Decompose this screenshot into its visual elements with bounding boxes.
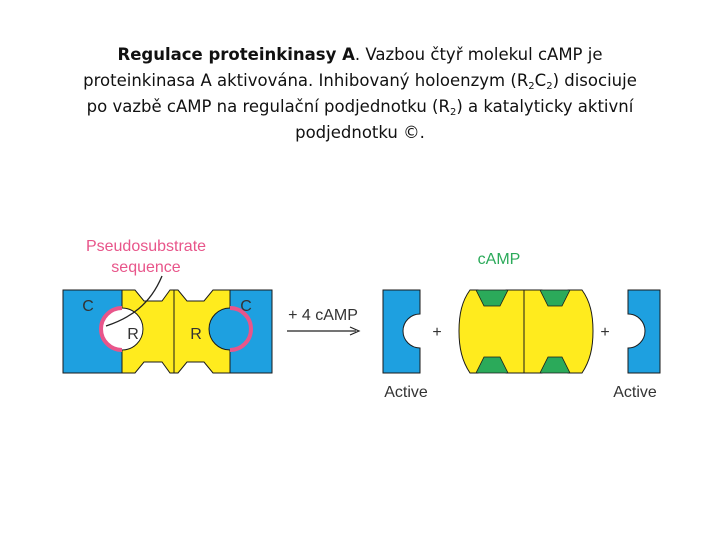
caption-sub-1: 2 [528, 81, 535, 92]
regulatory-dimer-camp-bound [458, 289, 594, 374]
active-catalytic-subunit-right [627, 289, 661, 374]
caption-text-2: C [534, 71, 547, 90]
pseudosubstrate-pointer-line [105, 275, 163, 327]
pseudosubstrate-sequence-left [99, 306, 123, 352]
pseudosubstrate-sequence-right [229, 306, 253, 352]
catalytic-subunit-right [208, 289, 273, 374]
pseudosubstrate-label-line1: Pseudosubstrate [86, 238, 206, 255]
caption-sub-2: 2 [546, 81, 553, 92]
catalytic-right-letter: C [240, 298, 252, 315]
caption-sub-3: 2 [449, 107, 457, 118]
caption-text-4: ) a katalyticky aktivní podjednotku ©. [295, 97, 634, 142]
caption-title: Regulace proteinkinasy A [117, 45, 355, 64]
caption-text-1: . Vazbou čtyř molekul cAMP je proteinkin… [83, 45, 603, 90]
reaction-arrow-head [349, 326, 361, 336]
camp-molecule-4 [539, 356, 571, 374]
regulatory-right-letter: R [190, 326, 202, 343]
camp-molecule-1 [475, 289, 509, 307]
active-label-right: Active [613, 384, 657, 401]
arrow-label: + 4 cAMP [288, 307, 358, 324]
pseudosubstrate-label-line2: sequence [111, 259, 180, 276]
figure-caption: Regulace proteinkinasy A. Vazbou čtyř mo… [80, 42, 640, 146]
plus-sign-right: + [600, 324, 609, 341]
camp-molecule-2 [539, 289, 571, 307]
catalytic-left-letter: C [82, 298, 94, 315]
active-label-left: Active [384, 384, 428, 401]
caption-text-3: ) disociuje po vazbě cAMP na regulační p… [86, 71, 637, 116]
plus-sign-left: + [432, 324, 441, 341]
camp-label: cAMP [478, 251, 521, 268]
regulatory-left-letter: R [127, 326, 139, 343]
camp-molecule-3 [475, 356, 509, 374]
active-catalytic-subunit-left [382, 289, 421, 374]
